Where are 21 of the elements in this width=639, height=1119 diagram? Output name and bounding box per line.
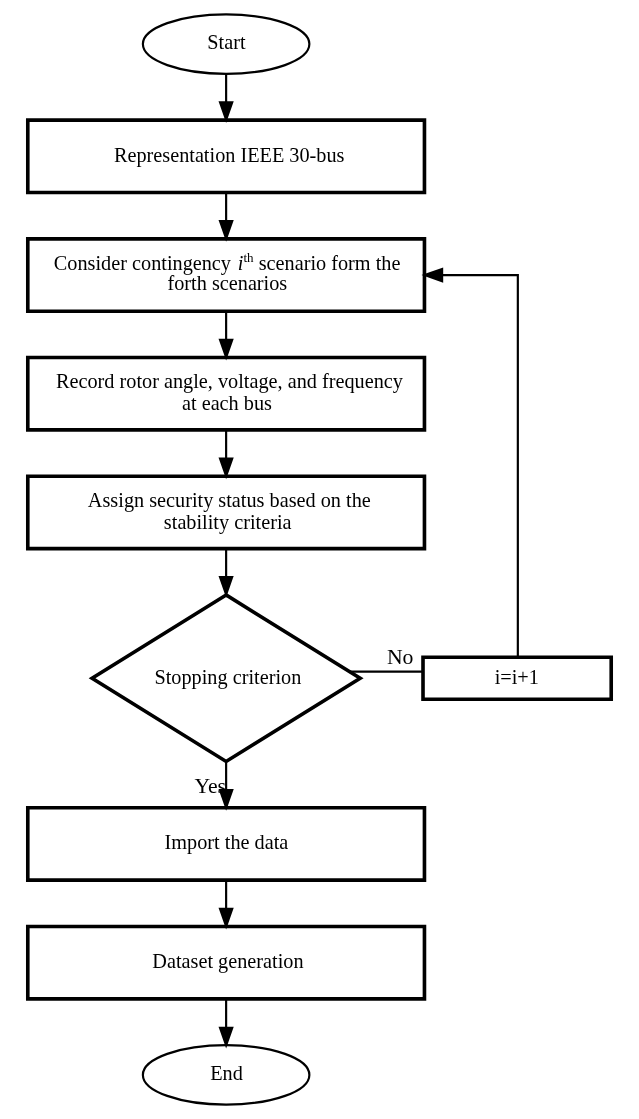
node-diamond: Stopping criterion bbox=[88, 592, 364, 764]
node-box: Representation IEEE 30-bus bbox=[26, 118, 427, 195]
node-box: i=i+1 bbox=[421, 655, 613, 701]
connector bbox=[349, 670, 423, 673]
arrow bbox=[218, 880, 234, 930]
edge-label: No bbox=[386, 645, 414, 670]
arrow bbox=[421, 267, 519, 658]
node-box: Import the data bbox=[26, 805, 427, 882]
node-ellipse: End bbox=[141, 1044, 311, 1106]
node-box: Dataset generation bbox=[26, 924, 427, 1001]
node-box: Record rotor angle, voltage, and frequency at each bus bbox=[26, 355, 427, 432]
node-ellipse: Start bbox=[141, 13, 311, 75]
arrow bbox=[218, 430, 234, 480]
arrow bbox=[218, 192, 234, 242]
arrow bbox=[218, 311, 234, 361]
arrow bbox=[218, 548, 234, 598]
arrow bbox=[218, 74, 234, 124]
node-box: Consider contingency i$^{th}$ scenario form the forth scenarios bbox=[26, 237, 427, 314]
node-box: Assign security status based on the stability criteria bbox=[26, 474, 427, 551]
arrow bbox=[218, 761, 234, 811]
arrow bbox=[218, 999, 234, 1049]
